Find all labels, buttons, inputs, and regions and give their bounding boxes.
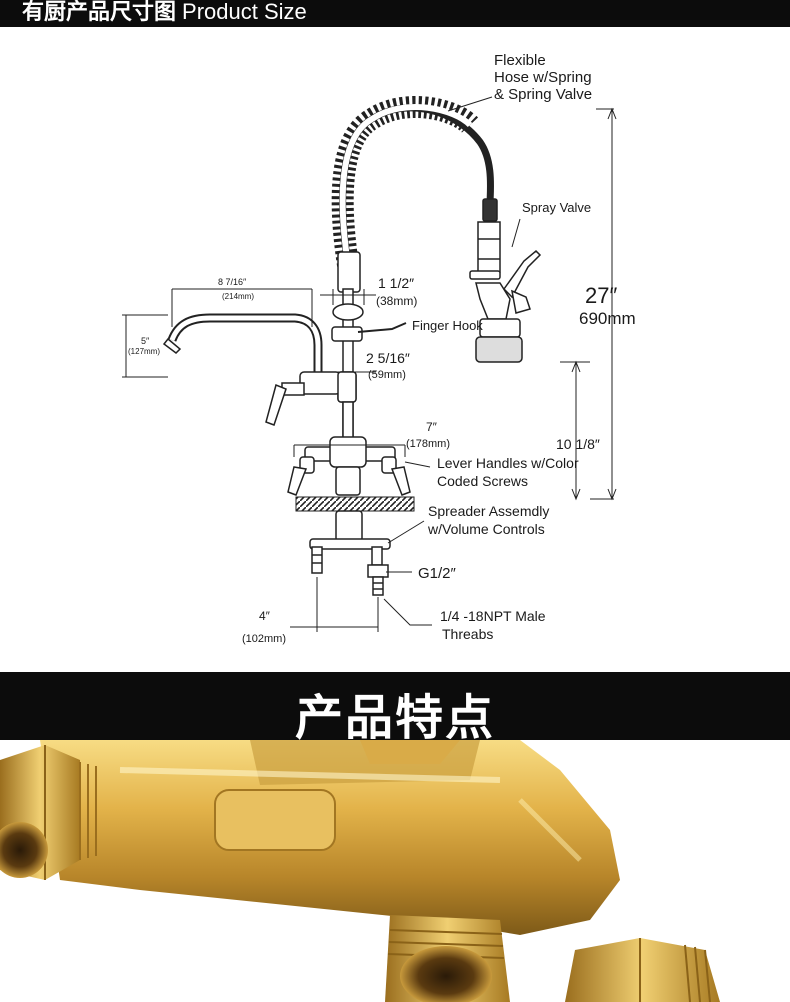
size-header-title-cn: 有厨产品尺寸图 — [22, 0, 177, 25]
height-mm: 690mm — [579, 309, 636, 328]
spread-in: 7″ — [426, 420, 438, 434]
features-heading: 产品特点 — [294, 690, 495, 746]
brass-fitting-photo — [0, 740, 790, 1002]
lever-label-line1: Lever Handles w/Color — [437, 455, 579, 471]
offset-in: 2 5/16″ — [366, 350, 410, 366]
spread-mm: (178mm) — [406, 438, 450, 450]
spreader-label-line2: w/Volume Controls — [427, 521, 545, 537]
center-in: 4″ — [259, 609, 271, 623]
spray-valve — [469, 198, 542, 363]
countertop-section — [295, 496, 415, 512]
hose-label-line2: Hose w/Spring — [494, 69, 592, 86]
valve-height-in: 10 1/8″ — [556, 436, 600, 452]
riser-dia-mm: (38mm) — [376, 294, 417, 308]
product-size-diagram: Flexible Hose w/Spring & Spring Valve Sp… — [0, 27, 790, 672]
spring-hose — [331, 96, 495, 267]
npt-label-line2: Threabs — [442, 626, 493, 642]
lever-label-line2: Coded Screws — [437, 473, 528, 489]
hose-label-line1: Flexible — [494, 52, 546, 69]
size-header-title-en: Product Size — [182, 0, 307, 24]
dimension-lines — [122, 96, 617, 632]
brass-body — [0, 740, 720, 1002]
diagram-labels: Flexible Hose w/Spring & Spring Valve Sp… — [128, 52, 636, 645]
spout — [162, 313, 357, 426]
spout-height-in: 5″ — [141, 336, 150, 346]
finger-hook-label: Finger Hook — [412, 318, 483, 333]
spout-height-mm: (127mm) — [128, 347, 160, 356]
offset-mm: (59mm) — [368, 369, 406, 381]
features-header-band: 产品特点 — [0, 672, 790, 746]
spreader-assembly — [309, 510, 391, 596]
spout-reach-mm: (214mm) — [222, 292, 254, 301]
faucet-drawing: Flexible Hose w/Spring & Spring Valve Sp… — [122, 52, 636, 645]
center-mm: (102mm) — [242, 633, 286, 645]
riser-dia-in: 1 1/2″ — [378, 275, 414, 291]
thread-label: G1/2″ — [418, 565, 457, 582]
npt-label-line1: 1/4 -18NPT Male — [440, 608, 546, 624]
spreader-label-line1: Spreader Assemdly — [428, 503, 549, 519]
valve-body — [287, 401, 411, 496]
spout-reach-in: 8 7/16″ — [218, 277, 247, 287]
spray-valve-label: Spray Valve — [522, 200, 591, 215]
height-in: 27″ — [585, 283, 617, 308]
hose-label-line3: & Spring Valve — [494, 86, 592, 103]
